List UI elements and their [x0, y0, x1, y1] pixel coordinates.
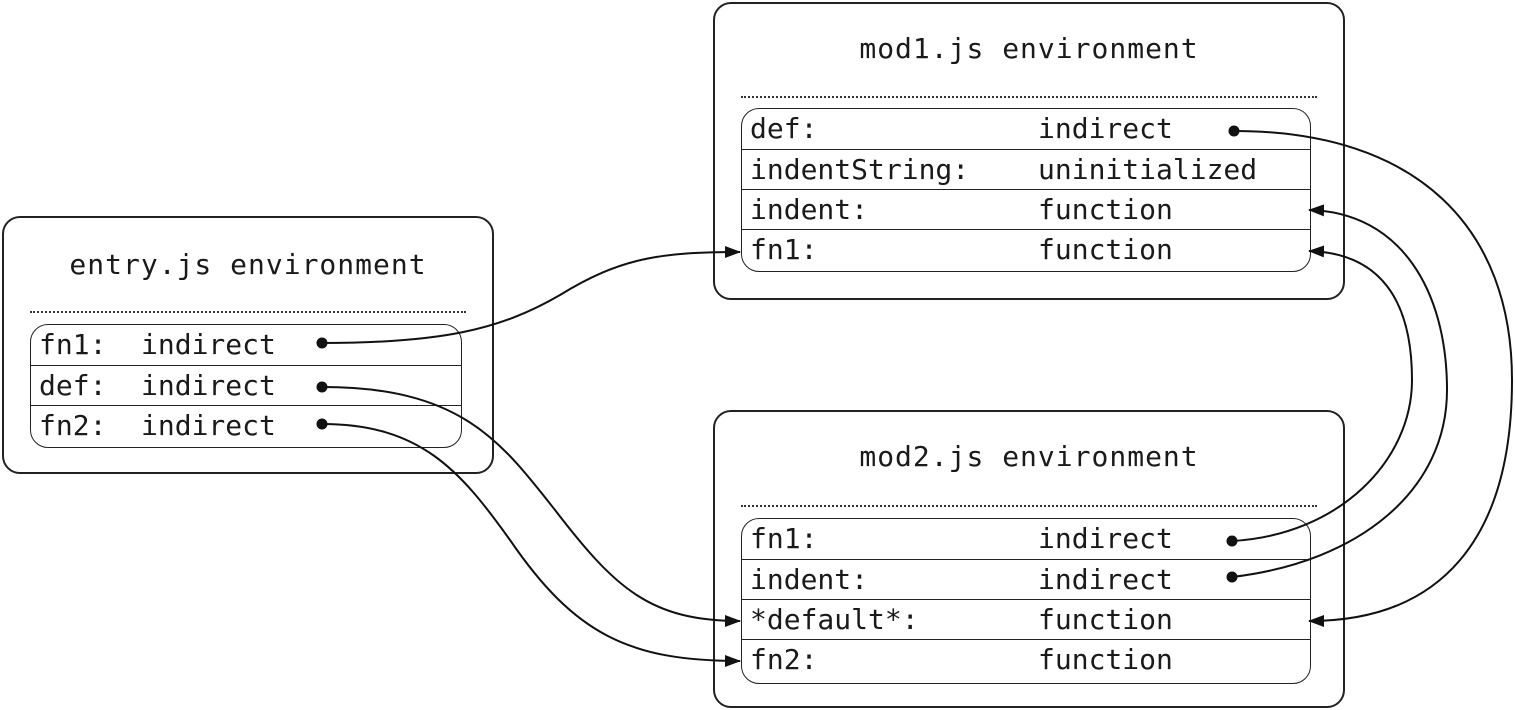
- mod2-binding-table: fn1: indirect indent: indirect *default*…: [741, 518, 1311, 684]
- mod2-row-indent: indent: indirect: [742, 559, 1310, 599]
- entry-environment: entry.js environment fn1: indirect def: …: [2, 216, 494, 474]
- binding-value: indirect: [141, 409, 276, 442]
- binding-name: fn1:: [39, 328, 107, 361]
- mod2-environment: mod2.js environment fn1: indirect indent…: [713, 410, 1345, 708]
- binding-value: indirect: [1038, 112, 1173, 145]
- entry-environment-title: entry.js environment: [69, 248, 427, 281]
- mod1-environment: mod1.js environment def: indirect indent…: [713, 2, 1345, 300]
- mod1-row-fn1: fn1: function: [742, 229, 1310, 269]
- binding-name: fn1:: [750, 233, 818, 266]
- mod1-binding-table: def: indirect indentString: uninitialize…: [741, 108, 1311, 272]
- binding-value: indirect: [141, 369, 276, 402]
- entry-separator: [30, 311, 466, 313]
- mod1-separator: [741, 96, 1317, 98]
- binding-name: indent:: [750, 193, 869, 226]
- binding-value: indirect: [141, 328, 276, 361]
- binding-value: function: [1038, 193, 1173, 226]
- entry-row-fn2: fn2: indirect: [31, 405, 461, 445]
- mod2-row-fn2: fn2: function: [742, 639, 1310, 679]
- entry-row-def: def: indirect: [31, 365, 461, 405]
- binding-value: function: [1038, 643, 1173, 676]
- binding-name: *default*:: [750, 603, 919, 636]
- mod1-environment-title: mod1.js environment: [859, 32, 1199, 65]
- mod2-row-fn1: fn1: indirect: [742, 519, 1310, 559]
- mod1-row-def: def: indirect: [742, 109, 1310, 149]
- binding-name: indent:: [750, 563, 869, 596]
- binding-value: indirect: [1038, 563, 1173, 596]
- binding-value: indirect: [1038, 522, 1173, 555]
- mod2-row-default: *default*: function: [742, 599, 1310, 639]
- entry-binding-table: fn1: indirect def: indirect fn2: indirec…: [30, 324, 462, 448]
- binding-name: indentString:: [750, 153, 970, 186]
- mod1-row-indent: indent: function: [742, 189, 1310, 229]
- binding-name: fn2:: [750, 643, 818, 676]
- binding-value: uninitialized: [1038, 153, 1258, 186]
- binding-value: function: [1038, 233, 1173, 266]
- mod2-environment-title: mod2.js environment: [859, 440, 1199, 473]
- binding-name: def:: [39, 369, 107, 402]
- binding-name: fn2:: [39, 409, 107, 442]
- entry-row-fn1: fn1: indirect: [31, 325, 461, 365]
- binding-name: fn1:: [750, 522, 818, 555]
- mod2-separator: [741, 505, 1317, 507]
- binding-name: def:: [750, 112, 818, 145]
- mod1-row-indentString: indentString: uninitialized: [742, 149, 1310, 189]
- binding-value: function: [1038, 603, 1173, 636]
